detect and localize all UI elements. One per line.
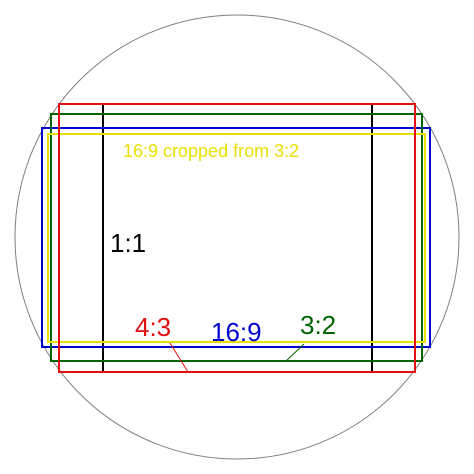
label-1-1: 1:1 [110, 228, 146, 258]
frame-1-1 [102, 104, 373, 372]
frame-16-9 [41, 127, 431, 348]
leader-line-3-2 [285, 343, 305, 362]
label-3-2: 3:2 [300, 310, 336, 340]
image-circle [14, 14, 460, 460]
frame-4-3 [58, 103, 416, 373]
label-16-9-cropped: 16:9 cropped from 3:2 [123, 141, 299, 161]
label-4-3: 4:3 [135, 312, 171, 342]
label-16-9: 16:9 [211, 317, 262, 347]
frame-3-2 [50, 113, 423, 362]
leader-line-4-3 [169, 342, 189, 373]
frame-16-9-cropped [47, 133, 426, 343]
